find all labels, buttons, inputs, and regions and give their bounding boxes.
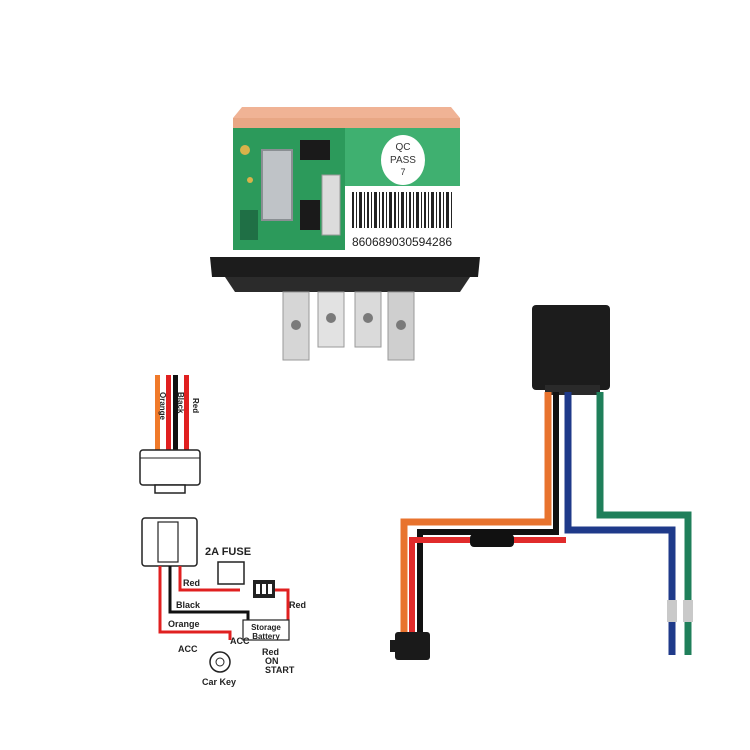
pcb-chip (240, 210, 258, 240)
pcb-connector (321, 174, 341, 236)
label-red-top: Red (191, 398, 200, 413)
pcb-pad (240, 145, 250, 155)
on-start-start: START (265, 665, 295, 675)
pcb-chip-3 (300, 200, 320, 230)
harness-blue-wire (564, 392, 676, 655)
on-start-on: ON (265, 656, 279, 666)
storage-label: Storage (251, 623, 281, 632)
label-black-top: Black (176, 392, 185, 414)
storage-battery-box (242, 619, 290, 641)
schematic-black-run (168, 566, 250, 620)
label-orange-top: Orange (158, 392, 167, 421)
connector-plug-top (139, 449, 201, 486)
pcb-chip-2 (300, 140, 330, 160)
harness-red-wire-b (409, 537, 470, 635)
relay-prongs (282, 291, 415, 361)
sim-slot (261, 149, 293, 221)
pcb-pad-2 (247, 177, 253, 183)
blue-bare-end (667, 600, 677, 622)
qc-text-1: QC (396, 142, 411, 153)
schematic-orange-run (158, 566, 232, 640)
acc-left-label: ACC (178, 644, 198, 654)
relay-top-cap (233, 107, 460, 118)
green-bare-end (683, 600, 693, 622)
harness-fuse-holder (470, 534, 514, 547)
on-start-red: Red (262, 647, 279, 657)
harness-black-wire (417, 392, 559, 635)
schematic-black-wire (173, 375, 178, 455)
qc-text-2: PASS (390, 155, 416, 166)
car-key-label: Car Key (202, 677, 236, 687)
label-red-right: Red (289, 600, 306, 610)
harness-green-wire (596, 392, 692, 655)
label-black: Black (176, 600, 201, 610)
harness-relay-socket (532, 305, 610, 390)
label-orange: Orange (168, 619, 200, 629)
imei-text: 860689030594286 (352, 235, 452, 249)
connector-plug-top-tab (154, 484, 186, 494)
schematic-orange-wire (155, 375, 160, 455)
relay-base (210, 257, 480, 277)
harness-3pin-plug (395, 632, 430, 660)
battery-label: Battery (252, 632, 280, 641)
qc-sticker (381, 135, 425, 185)
relay-top-cap-edge (233, 118, 460, 128)
schematic-red-wire-b (184, 375, 189, 455)
acc-right-label: ACC (230, 636, 250, 646)
relay-module: QC PASS 7 (210, 107, 480, 361)
barcode (352, 192, 452, 228)
harness-orange-wire (400, 392, 552, 635)
relay-base-lower (225, 277, 470, 292)
wire-harness (390, 305, 693, 660)
fuse-symbol (217, 561, 245, 585)
label-red-fuse: Red (183, 578, 200, 588)
schematic-red-to-fuse (178, 566, 240, 592)
wiring-schematic: Orange Black Red Red 2A FUSE Black (139, 375, 306, 687)
fuse-label: 2A FUSE (205, 546, 251, 558)
qc-text-3: 7 (400, 167, 405, 177)
schematic-red-wire-a (166, 375, 171, 455)
car-key-icon (209, 651, 231, 673)
